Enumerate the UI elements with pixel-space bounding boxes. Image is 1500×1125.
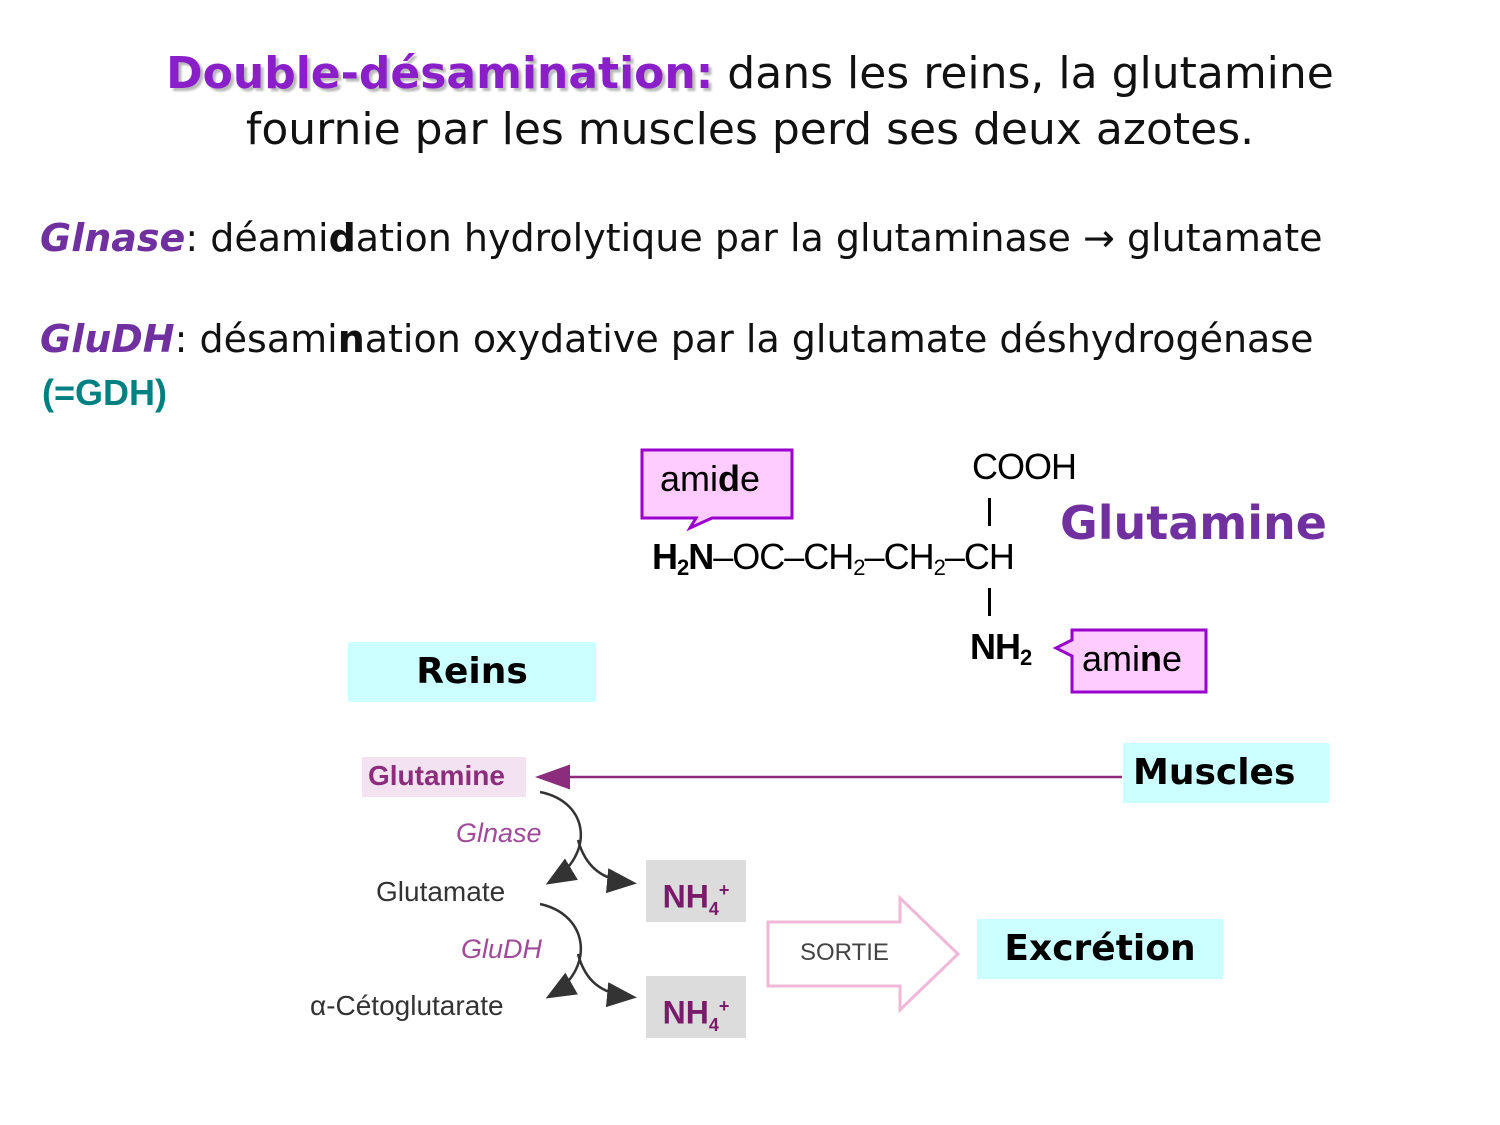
amide-b: d [718,458,741,499]
glutamine-title: Glutamine [1060,496,1327,550]
nh4-box-1: NH4+ [646,860,746,922]
amine-a: ami [1082,638,1141,679]
muscles-box: Muscles [1123,743,1329,803]
diagram-gludh: GluDH [461,934,543,964]
sortie-label: SORTIE [800,939,889,966]
definition-sep: : [185,216,211,260]
diagram-cetoglutarate: α-Cétoglutarate [310,990,504,1021]
nh4-text: NH [662,878,709,915]
title-line-1: dans les reins, la glutamine [713,48,1334,99]
glutamine-highlight [362,757,526,797]
amide-c: e [740,458,761,499]
amide-a: ami [660,458,719,499]
definition-text-a: déami [210,216,329,260]
amide-callout-text: amide [660,458,760,500]
nh2-sub: 2 [1020,645,1032,670]
definition-sep: : [174,317,200,361]
definition-bold-letter: d [328,216,356,260]
definition-text-b: ation hydrolytique par la glutaminase [355,216,1084,260]
definition-text-a: désami [199,317,338,361]
nh4-sub: 4 [708,1015,719,1036]
amine-c: e [1162,638,1183,679]
branch-arrow-1 [576,839,637,894]
nh4-sup: + [718,880,730,900]
nh4-box-2: NH4+ [646,976,746,1038]
definition-gludh: GluDH: désamination oxydative par la glu… [40,317,1314,361]
definition-bold-letter: n [337,317,365,361]
pathway-arrows [535,764,1122,1014]
bond-bottom [988,588,991,616]
diagram-glutamate: Glutamate [376,876,506,907]
definition-text-b: ation oxydative par la glutamate déshydr… [364,317,1314,361]
nh2-text: NH [970,626,1021,667]
gdh-abbreviation: (=GDH) [42,372,167,413]
diagram-glnase: Glnase [456,818,542,848]
sortie-arrow [766,894,961,1014]
chain-sub1: 2 [853,555,865,580]
glutamine-chain: H2N–OC–CH2–CH2–CH [652,536,1015,581]
chain-a: –OC–CH [713,536,854,577]
chain-b: –CH [864,536,935,577]
bond-top [988,498,991,526]
diagram-glutamine: Glutamine [368,760,505,791]
amine-callout-shape [1052,628,1208,694]
nh4-text: NH [662,994,709,1031]
title-line-2: fournie par les muscles perd ses deux az… [245,104,1255,155]
excretion-box: Excrétion [977,919,1223,979]
reins-box: Reins [348,642,596,702]
slide-title: Double-désamination: dans les reins, la … [0,46,1500,158]
branch-arrow-2 [576,953,637,1008]
h2n-sub: 2 [677,555,689,580]
amine-b: n [1140,638,1163,679]
amide-callout-shape [640,448,794,532]
chain-sub2: 2 [933,555,946,580]
definition-glnase: Glnase: déamidation hydrolytique par la … [40,216,1322,260]
enzyme-gludh: GluDH [40,317,175,361]
cooh-group: COOH [972,446,1077,487]
chain-c: –CH [944,536,1015,577]
amine-callout-text: amine [1082,638,1182,680]
title-highlight: Double-désamination: [166,48,714,99]
curve-arrow-2 [539,902,583,999]
nh2-group: NH2 [970,626,1032,671]
enzyme-glnase: Glnase [40,216,186,260]
h2n-h: H [652,536,678,577]
nh4-sup: + [718,996,730,1016]
right-arrow-icon: → [1083,216,1115,260]
curve-arrow-1 [539,790,583,885]
definition-text-c: glutamate [1114,216,1323,260]
h2n-n: N [688,536,714,577]
nh4-sub: 4 [708,899,719,920]
